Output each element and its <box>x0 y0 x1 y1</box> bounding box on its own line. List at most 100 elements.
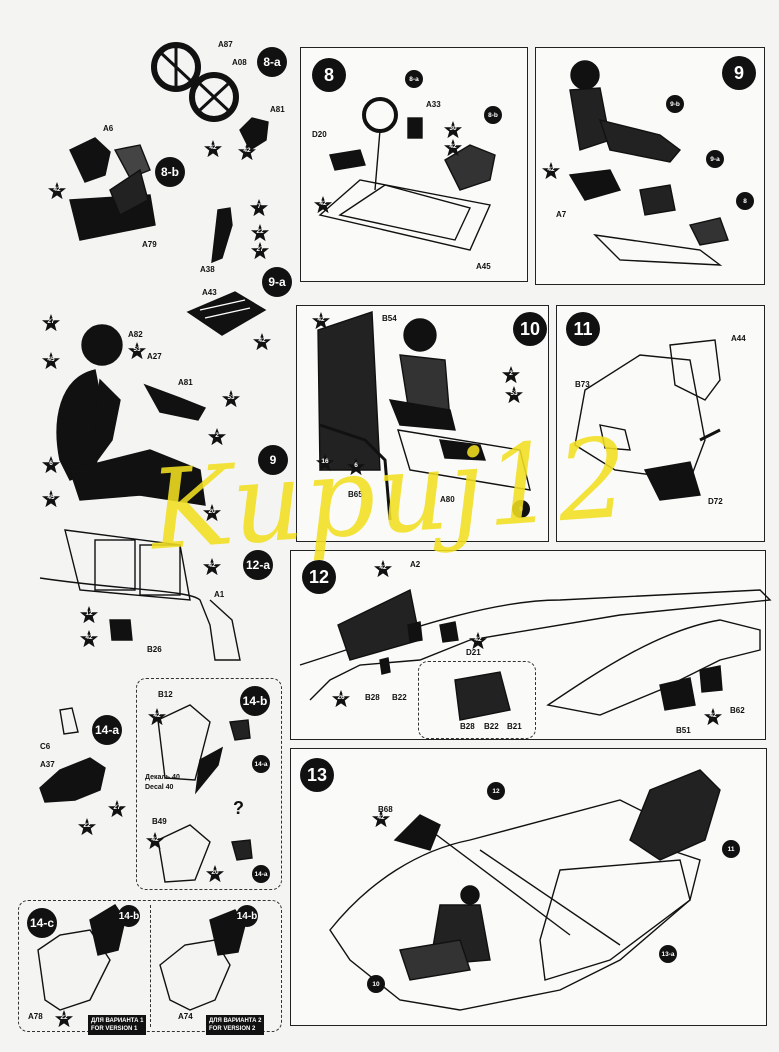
optional-question-icon: ? <box>233 798 244 818</box>
panel-step-9 <box>535 47 765 285</box>
step-number-11: 11 <box>566 312 600 346</box>
paint-marker: 26 <box>332 690 350 708</box>
substep-14b-left: 14-b <box>118 905 140 927</box>
paint-marker: 42 <box>148 708 166 726</box>
part-label-a2: A2 <box>410 560 421 569</box>
panel-step-11 <box>556 305 765 542</box>
part-label-c6: C6 <box>40 742 51 751</box>
part-label-a78: A78 <box>28 1012 43 1021</box>
variant-1-en: FOR VERSION 1 <box>91 1026 138 1032</box>
ref-8-in-9: 8 <box>736 192 754 210</box>
part-label-b21: B21 <box>507 722 522 731</box>
part-label-a80: A80 <box>440 495 455 504</box>
variant-1-ru: ДЛЯ ВАРИАНТА 1 <box>91 1018 144 1024</box>
step-number-8: 8 <box>312 58 346 92</box>
paint-marker: 42 <box>704 708 722 726</box>
part-label-a87: A87 <box>218 40 233 49</box>
ref-8b: 8-b <box>484 106 502 124</box>
variant-2-en: FOR VERSION 2 <box>209 1026 256 1032</box>
panel-step-14c <box>18 900 282 1032</box>
step-number-13: 13 <box>300 758 334 792</box>
part-label-b73: B73 <box>575 380 590 389</box>
ref-14a-bottom: 14-a <box>252 865 270 883</box>
part-label-a74: A74 <box>178 1012 193 1021</box>
divider-14c <box>150 905 151 1027</box>
paint-marker: 42 <box>469 632 487 650</box>
paint-marker: 6 <box>42 456 60 474</box>
part-label-d20: D20 <box>312 130 327 139</box>
detail-inset-step-12 <box>418 661 536 739</box>
part-label-a1: A1 <box>214 590 225 599</box>
part-label-b65: B65 <box>348 490 363 499</box>
paint-marker: 27 <box>251 242 269 260</box>
part-label-b54: B54 <box>382 314 397 323</box>
part-label-b49: B49 <box>152 817 167 826</box>
part-label-b68: B68 <box>378 805 393 814</box>
part-label-a6: A6 <box>103 124 114 133</box>
part-label-b22: B22 <box>392 693 407 702</box>
paint-marker: 42 <box>238 143 256 161</box>
paint-marker: 45 <box>42 352 60 370</box>
paint-marker: 30 <box>444 121 462 139</box>
ref-12: 12 <box>487 782 505 800</box>
ref-9b: 9-b <box>666 95 684 113</box>
substep-12a: 12-a <box>243 550 273 580</box>
paint-marker: 45 <box>42 490 60 508</box>
part-label-a7: A7 <box>556 210 567 219</box>
part-label-b62: B62 <box>730 706 745 715</box>
paint-marker: 20 <box>203 504 221 522</box>
paint-marker: 22 <box>251 224 269 242</box>
part-label-a43: A43 <box>202 288 217 297</box>
part-label-b22-inset: B22 <box>484 722 499 731</box>
ref-11: 11 <box>722 840 740 858</box>
step-number-12: 12 <box>302 560 336 594</box>
part-label-d21: D21 <box>466 648 481 657</box>
paint-marker: 20 <box>206 865 224 883</box>
part-label-b12: B12 <box>158 690 173 699</box>
substep-9c: 9 <box>258 445 288 475</box>
paint-marker: 12 <box>80 606 98 624</box>
paint-marker: 53 <box>222 390 240 408</box>
paint-marker: 42 <box>444 139 462 157</box>
paint-marker: 7 <box>250 199 268 217</box>
step-number-10: 10 <box>513 312 547 346</box>
paint-marker: 6 <box>347 458 365 476</box>
part-label-a82: A82 <box>128 330 143 339</box>
part-label-a08: A08 <box>232 58 247 67</box>
paint-marker: 42 <box>314 196 332 214</box>
part-label-b51: B51 <box>676 726 691 735</box>
panel-step-14b <box>136 678 282 890</box>
ref-10: 10 <box>367 975 385 993</box>
ref-9-in-10: 9 <box>512 500 530 518</box>
paint-marker: 27 <box>42 314 60 332</box>
paint-marker: 42 <box>80 630 98 648</box>
paint-marker: 42 <box>146 832 164 850</box>
variant-2-label: ДЛЯ ВАРИАНТА 2 FOR VERSION 2 <box>206 1015 265 1035</box>
paint-marker: 42 <box>542 162 560 180</box>
paint-marker: 42 <box>372 810 390 828</box>
part-label-a81b: A81 <box>178 378 193 387</box>
ref-13a: 13-a <box>659 945 677 963</box>
paint-marker: 42 <box>203 558 221 576</box>
paint-marker: 22 <box>78 818 96 836</box>
part-label-d72: D72 <box>708 497 723 506</box>
variant-2-ru: ДЛЯ ВАРИАНТА 2 <box>209 1018 262 1024</box>
decal-label-en: Decal 40 <box>145 784 174 791</box>
paint-marker: 42 <box>312 312 330 330</box>
variant-1-label: ДЛЯ ВАРИАНТА 1 FOR VERSION 1 <box>88 1015 147 1035</box>
part-label-a33: A33 <box>426 100 441 109</box>
paint-marker: 42 <box>253 333 271 351</box>
paint-marker: 2 <box>502 366 520 384</box>
substep-8a: 8-a <box>257 47 287 77</box>
paint-marker: 42 <box>48 182 66 200</box>
paint-marker: 53 <box>128 342 146 360</box>
substep-8b: 8-b <box>155 157 185 187</box>
paint-marker: 53 <box>505 386 523 404</box>
paint-marker: 16 <box>316 454 334 472</box>
part-label-b28-inset: B28 <box>460 722 475 731</box>
ref-8a: 8-a <box>405 70 423 88</box>
substep-14c: 14-c <box>27 908 57 938</box>
substep-14a: 14-a <box>92 715 122 745</box>
paint-marker: 2 <box>208 428 226 446</box>
